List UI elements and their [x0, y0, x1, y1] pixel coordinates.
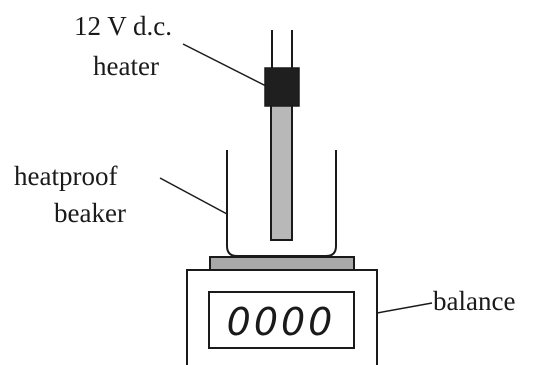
- heater-label-line2: heater: [93, 51, 159, 81]
- beaker-leader-line: [159, 177, 228, 215]
- balance-body: [186, 269, 378, 365]
- balance-display: [208, 291, 355, 349]
- beaker-label-line2: beaker: [54, 198, 126, 228]
- balance: 0000: [186, 256, 378, 365]
- heater-rod: [270, 103, 293, 241]
- heater-leader-line: [182, 43, 267, 87]
- balance-label: balance: [433, 286, 515, 316]
- heater-connector: [264, 67, 300, 107]
- beaker-label-line1: heatproof: [14, 161, 117, 191]
- heater-label-line1: 12 V d.c.: [74, 11, 172, 41]
- balance-pan: [209, 256, 355, 271]
- heater: [264, 30, 300, 241]
- balance-leader-line: [376, 302, 433, 314]
- balance-reading: 0000: [227, 300, 336, 344]
